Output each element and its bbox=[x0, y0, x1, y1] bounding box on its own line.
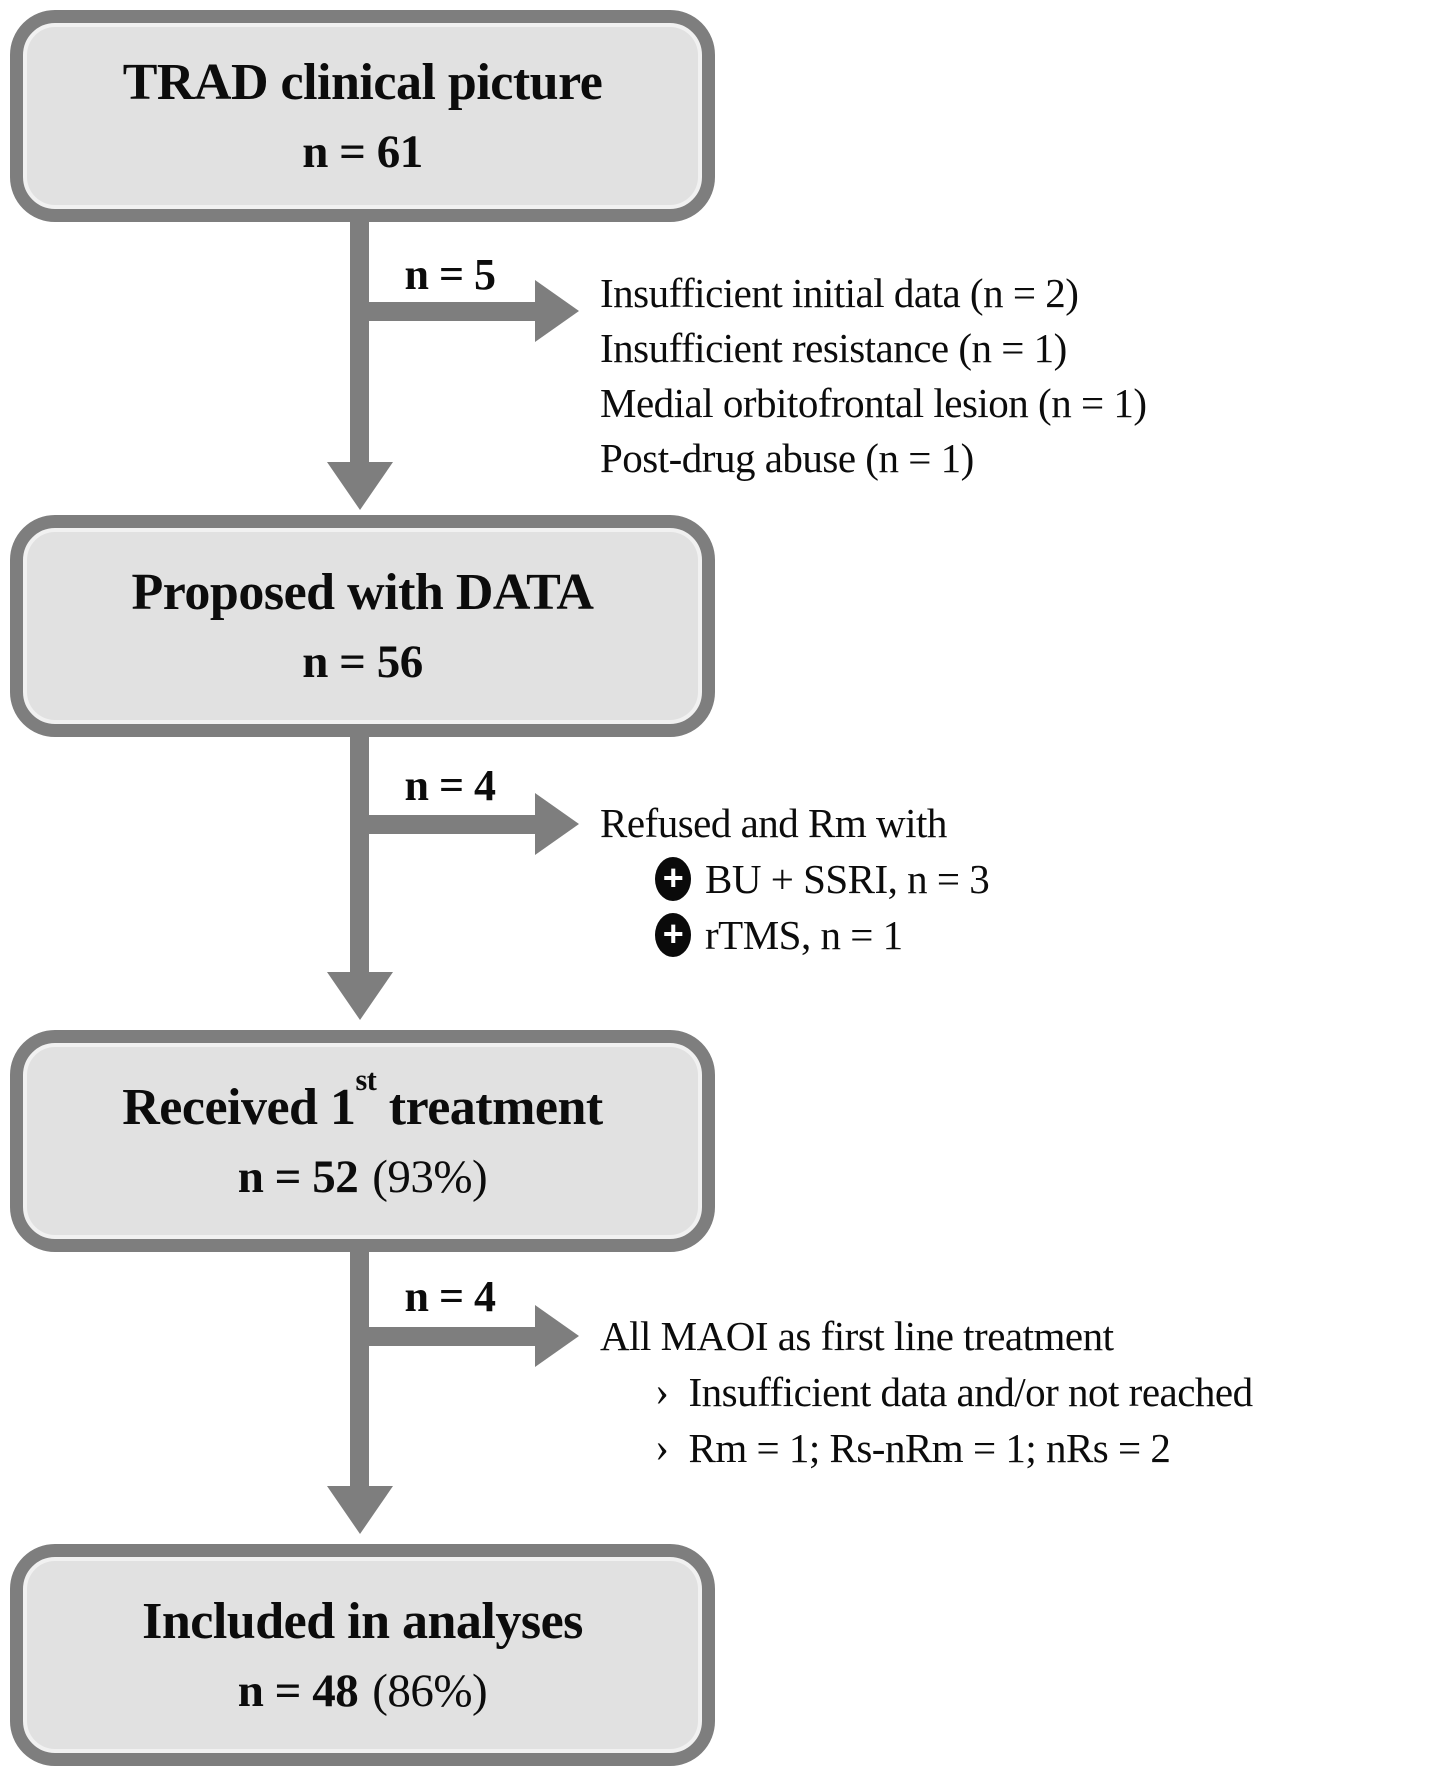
exclusion-item-text: Rm = 1; Rs-nRm = 1; nRs = 2 bbox=[688, 1425, 1171, 1471]
right-arrowhead-icon bbox=[535, 1305, 579, 1367]
plus-circle-icon: + bbox=[655, 857, 691, 901]
branch-arrow-shaft bbox=[354, 815, 535, 834]
exclusion-intro-text: Refused and Rm with bbox=[600, 800, 947, 846]
exclusion-item-text: rTMS, n = 1 bbox=[705, 912, 903, 958]
connector-line bbox=[350, 222, 369, 462]
exclusion-item: Insufficient initial data (n = 2) bbox=[600, 270, 1079, 316]
down-arrowhead-icon bbox=[327, 1486, 393, 1534]
exclusion-intro: Refused and Rm with bbox=[600, 795, 989, 851]
box-received-first-treatment: Received 1st treatment n = 52(93%) bbox=[10, 1030, 715, 1252]
down-arrowhead-icon bbox=[327, 462, 393, 510]
branch-arrow-shaft bbox=[354, 1327, 535, 1346]
box-title-text: Proposed with DATA bbox=[131, 564, 594, 622]
right-arrowhead-icon bbox=[535, 793, 579, 855]
exclusion-item: Insufficient resistance (n = 1) bbox=[600, 325, 1067, 371]
exclusion-list-2: Refused and Rm with + BU + SSRI, n = 3 +… bbox=[600, 795, 990, 963]
exclusion-item: + rTMS, n = 1 bbox=[655, 907, 989, 963]
branch-count-label: n = 4 bbox=[404, 1272, 496, 1321]
branch-count-label: n = 5 bbox=[404, 250, 496, 299]
box-title: TRAD clinical picture bbox=[123, 53, 603, 113]
box-included-in-analyses: Included in analyses n = 48(86%) bbox=[10, 1544, 715, 1766]
exclusion-item: Post-drug abuse (n = 1) bbox=[600, 435, 974, 481]
right-arrowhead-icon bbox=[535, 280, 579, 342]
branch-count-label: n = 4 bbox=[404, 761, 496, 810]
exclusion-item: Medial orbitofrontal lesion (n = 1) bbox=[600, 380, 1147, 426]
exclusion-item-text: Insufficient data and/or not reached bbox=[688, 1369, 1254, 1415]
branch-arrow-shaft bbox=[354, 302, 535, 321]
box-title-superscript: st bbox=[355, 1063, 377, 1098]
box-title-text: Included in analyses bbox=[142, 1593, 583, 1651]
exclusion-item: › Insufficient data and/or not reached bbox=[655, 1364, 1253, 1420]
box-title: Proposed with DATA bbox=[132, 563, 594, 623]
box-count-percent: (86%) bbox=[372, 1665, 488, 1718]
exclusion-item: › Rm = 1; Rs-nRm = 1; nRs = 2 bbox=[655, 1420, 1253, 1476]
connector-line bbox=[350, 1252, 369, 1486]
box-count-n: n = 48 bbox=[237, 1665, 359, 1718]
exclusion-item-text: BU + SSRI, n = 3 bbox=[705, 856, 990, 902]
box-title-rest: treatment bbox=[376, 1079, 603, 1137]
exclusion-item: + BU + SSRI, n = 3 bbox=[655, 851, 990, 907]
box-count: n = 48(86%) bbox=[237, 1665, 488, 1718]
box-count: n = 56 bbox=[302, 636, 423, 689]
box-count-percent: (93%) bbox=[372, 1151, 488, 1204]
box-count: n = 52(93%) bbox=[237, 1151, 488, 1204]
exclusion-list-1: Insufficient initial data (n = 2) Insuff… bbox=[600, 266, 1147, 486]
plus-circle-icon: + bbox=[655, 913, 691, 957]
box-title-text: Received 1 bbox=[122, 1079, 356, 1137]
box-proposed-with-data: Proposed with DATA n = 56 bbox=[10, 515, 715, 737]
box-count: n = 61 bbox=[302, 126, 423, 179]
box-title: Included in analyses bbox=[142, 1592, 583, 1652]
down-arrowhead-icon bbox=[327, 972, 393, 1020]
box-trad-clinical-picture: TRAD clinical picture n = 61 bbox=[10, 10, 715, 222]
box-count-n: n = 61 bbox=[302, 126, 423, 179]
exclusion-list-3: All MAOI as first line treatment › Insuf… bbox=[600, 1308, 1253, 1476]
connector-line bbox=[350, 737, 369, 972]
box-count-n: n = 56 bbox=[302, 636, 423, 689]
box-title: Received 1st treatment bbox=[122, 1065, 603, 1138]
box-title-text: TRAD clinical picture bbox=[122, 54, 603, 112]
chevron-bullet-icon: › bbox=[655, 1369, 669, 1415]
exclusion-intro: All MAOI as first line treatment bbox=[600, 1308, 1253, 1364]
chevron-bullet-icon: › bbox=[655, 1425, 669, 1471]
box-count-n: n = 52 bbox=[237, 1151, 359, 1204]
exclusion-intro-text: All MAOI as first line treatment bbox=[600, 1313, 1114, 1359]
